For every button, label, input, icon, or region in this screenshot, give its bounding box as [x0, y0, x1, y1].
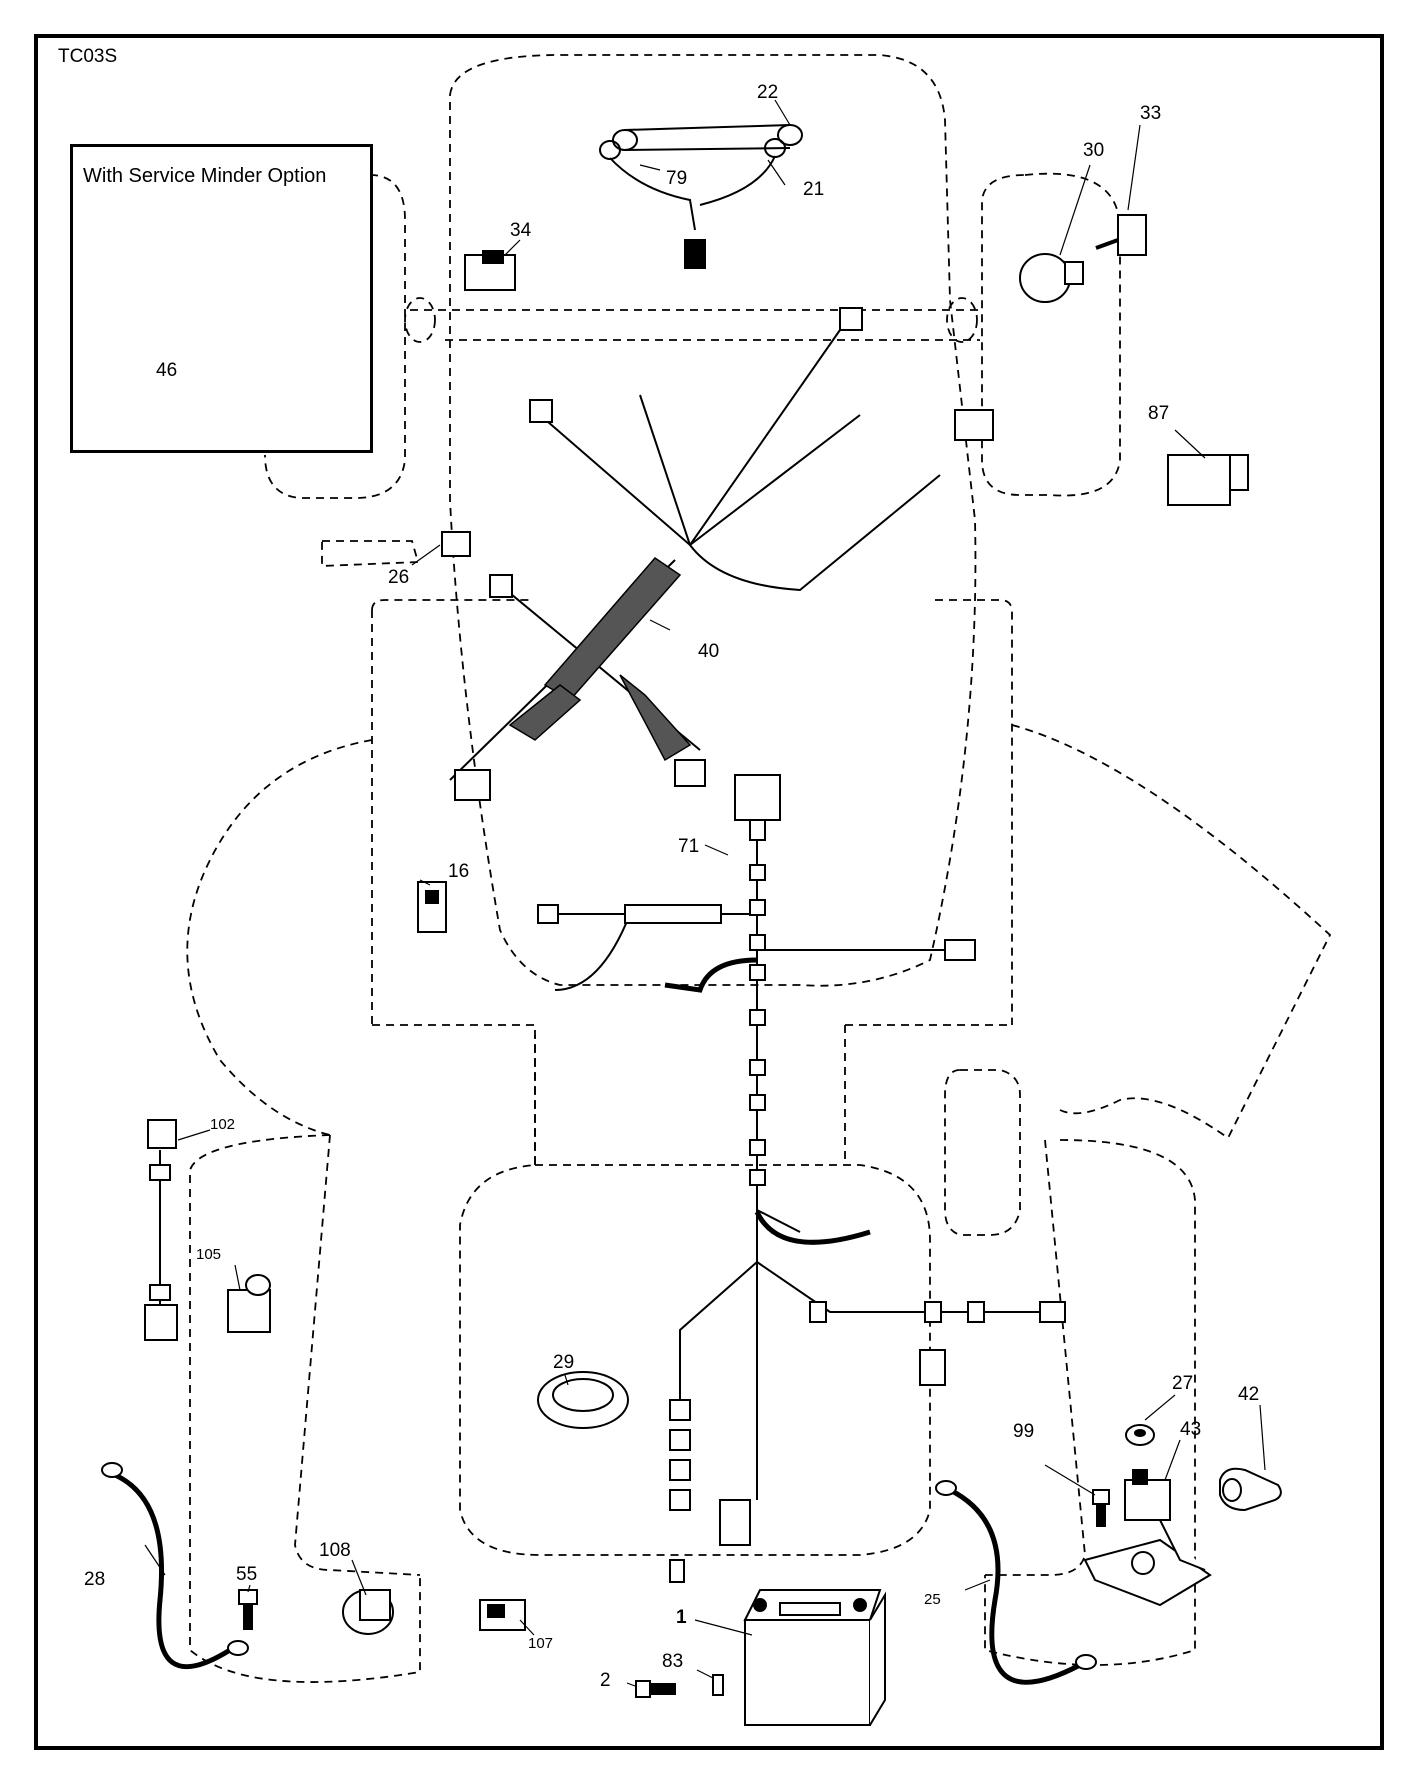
- callout-33: 33: [1140, 103, 1162, 124]
- callout-1: 1: [676, 1607, 687, 1628]
- callout-83: 83: [662, 1651, 684, 1672]
- leader-lines: [144, 99, 1266, 1687]
- callout-16: 16: [448, 861, 470, 882]
- callout-28: 28: [84, 1569, 106, 1590]
- callout-55: 55: [236, 1564, 258, 1585]
- nut-83: [712, 1674, 724, 1696]
- horn-29: [537, 1371, 629, 1429]
- callout-34: 34: [510, 220, 532, 241]
- callout-21: 21: [803, 179, 825, 200]
- callout-99: 99: [1013, 1421, 1035, 1442]
- callout-105: 105: [196, 1246, 222, 1263]
- ignition-key: [1095, 214, 1147, 256]
- harness-40-sleeve: [508, 557, 692, 762]
- callout-25: 25: [924, 1591, 941, 1608]
- battery-cables: [113, 1472, 1082, 1685]
- solenoid-43: [1083, 1469, 1212, 1607]
- bolt-55: [238, 1589, 258, 1630]
- callout-108: 108: [319, 1540, 351, 1561]
- harness-71: [537, 774, 1066, 1583]
- harness-102: [144, 1119, 178, 1341]
- callout-22: 22: [757, 82, 779, 103]
- switch-34: [464, 250, 516, 291]
- callout-71: 71: [678, 836, 700, 857]
- callout-46: 46: [156, 360, 178, 381]
- callout-26: 26: [388, 567, 410, 588]
- bolt-99: [1092, 1489, 1110, 1527]
- callout-43: 43: [1180, 1419, 1202, 1440]
- fuse-26: [441, 531, 471, 557]
- relay-87: [1167, 454, 1249, 506]
- ignition-switch: [1019, 253, 1084, 303]
- headlight-assembly: [599, 124, 803, 269]
- switch-16: [417, 881, 447, 933]
- tractor-outline: [186, 54, 1332, 1683]
- solenoid-105: [227, 1274, 271, 1333]
- bolt-2: [635, 1680, 676, 1698]
- callout-27: 27: [1172, 1373, 1194, 1394]
- module-107: [479, 1599, 526, 1631]
- nut-27: [1125, 1424, 1155, 1446]
- callout-79: 79: [666, 168, 688, 189]
- callout-42: 42: [1238, 1384, 1260, 1405]
- cable-terminals: [101, 1462, 1097, 1670]
- diagram-frame: [34, 34, 1384, 1750]
- callout-2: 2: [600, 1670, 611, 1691]
- callout-102: 102: [210, 1116, 236, 1133]
- service-minder-option-box: With Service Minder Option: [70, 144, 373, 453]
- callout-29: 29: [553, 1352, 575, 1373]
- part-108: [342, 1589, 394, 1635]
- callout-30: 30: [1083, 140, 1105, 161]
- sheet-id: TC03S: [58, 46, 118, 67]
- battery-1: [743, 1589, 886, 1726]
- callout-87: 87: [1148, 403, 1170, 424]
- option-box-title: With Service Minder Option: [83, 165, 327, 187]
- callout-107: 107: [528, 1635, 554, 1652]
- callout-40: 40: [698, 641, 720, 662]
- boot-42: [1219, 1467, 1282, 1512]
